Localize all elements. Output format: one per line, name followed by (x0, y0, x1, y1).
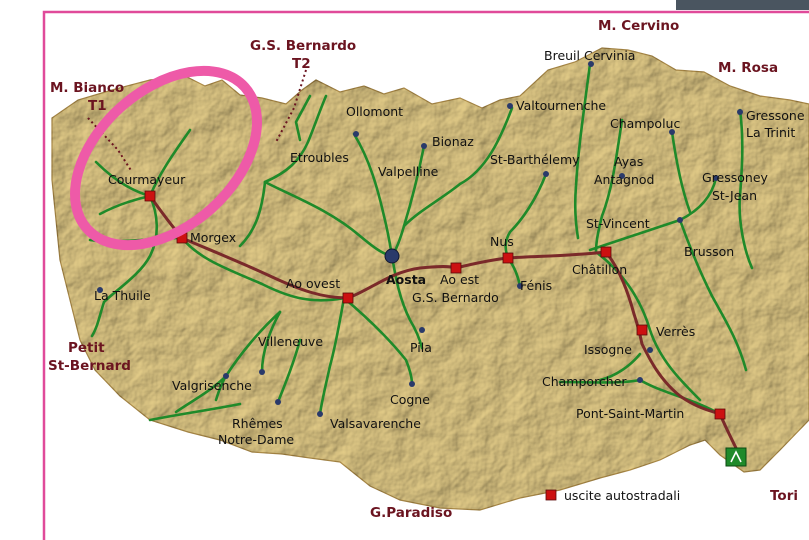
motorway-badge (725, 447, 747, 467)
label-aosta: Aosta (386, 272, 426, 287)
label-breuil-cervinia: Breuil Cervinia (544, 48, 635, 63)
exit-courmayeur (144, 190, 156, 202)
label-st-barthelemy: St-Barthélemy (490, 152, 580, 167)
label-petit: Petit (68, 340, 105, 356)
label-champoluc: Champoluc (610, 116, 680, 131)
label-cogne: Cogne (390, 392, 430, 407)
label-t2: T2 (292, 56, 311, 72)
label-rhemes: Rhêmes (232, 416, 283, 431)
legend-exits-label: uscite autostradali (564, 488, 680, 503)
label-brusson: Brusson (684, 244, 734, 259)
label-m-cervino: M. Cervino (598, 18, 679, 34)
label-t1: T1 (88, 98, 107, 114)
label-gressoney-la-trinite-1: Gressone (746, 108, 805, 123)
label-ao-ovest: Ao ovest (286, 276, 340, 291)
label-gressoney-st-jean-1: Gressoney (702, 170, 769, 185)
exit-ao-est (450, 262, 462, 274)
tunnel-lines (87, 69, 307, 173)
label-valgrisenche: Valgrisenche (172, 378, 252, 393)
exit-pont-st-martin (714, 408, 726, 420)
label-la-thuile: La Thuile (94, 288, 151, 303)
label-gressoney-la-trinite-2: La Trinit (746, 125, 795, 140)
label-notre-dame: Notre-Dame (218, 432, 294, 447)
label-pila: Pila (410, 340, 432, 355)
label-torino: Tori (770, 488, 798, 504)
photo-corner (676, 0, 809, 10)
label-issogne: Issogne (584, 342, 632, 357)
exit-nus (502, 252, 514, 264)
label-valtournenche: Valtournenche (516, 98, 606, 113)
label-bionaz: Bionaz (432, 134, 474, 149)
label-valsavarenche: Valsavarenche (330, 416, 421, 431)
label-m-rosa: M. Rosa (718, 60, 778, 76)
label-verres: Verrès (656, 324, 695, 339)
label-fenis: Fénis (520, 278, 552, 293)
town-dots (97, 61, 743, 417)
exit-verres (636, 324, 648, 336)
label-g-paradiso: G.Paradiso (370, 505, 452, 521)
label-etroubles: Etroubles (290, 150, 349, 165)
legend-exit-swatch (545, 489, 557, 501)
label-morgex: Morgex (190, 230, 236, 245)
label-antagnod: Antagnod (594, 172, 654, 187)
exit-chatillon (600, 246, 612, 258)
label-st-vincent: St-Vincent (586, 216, 650, 231)
aosta-city-dot (384, 248, 400, 264)
label-m-bianco: M. Bianco (50, 80, 124, 96)
label-ao-est: Ao est (440, 272, 479, 287)
label-villeneuve: Villeneuve (258, 334, 323, 349)
label-gs-bernardo: G.S. Bernardo (250, 38, 356, 54)
highlight-ellipse (70, 65, 262, 251)
exit-ao-ovest (342, 292, 354, 304)
label-pont-saint-martin: Pont-Saint-Martin (576, 406, 684, 421)
label-chatillon: Châtillon (572, 262, 627, 277)
label-st-bernard: St-Bernard (48, 358, 131, 374)
label-ayas: Ayas (614, 154, 643, 169)
label-valpelline: Valpelline (378, 164, 439, 179)
label-champorcher: Champorcher (542, 374, 627, 389)
label-gs-bernardo-exit: G.S. Bernardo (412, 290, 499, 305)
label-gressoney-st-jean-2: St-Jean (712, 188, 757, 203)
label-courmayeur: Courmayeur (108, 172, 186, 187)
label-nus: Nus (490, 234, 514, 249)
label-ollomont: Ollomont (346, 104, 403, 119)
